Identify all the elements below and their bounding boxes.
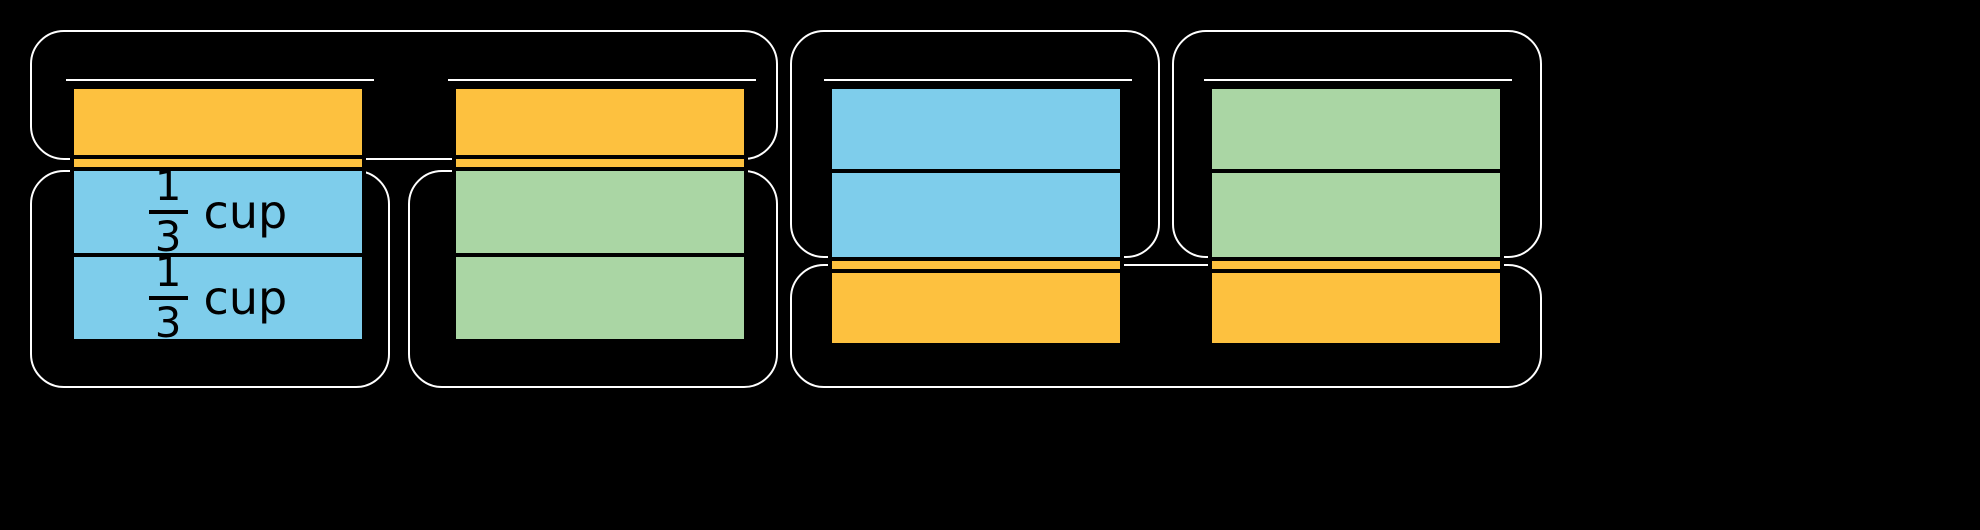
bar-segment-c2-s4[interactable] — [452, 253, 748, 343]
segment-label-c1-s4: 1 3 cup — [148, 253, 288, 343]
fraction-denominator: 3 — [154, 298, 182, 343]
bar-segment-c2-s3[interactable] — [452, 167, 748, 257]
bar-segment-c2-s1[interactable] — [452, 85, 748, 159]
bar-segment-c4-s1[interactable] — [1208, 85, 1504, 173]
column-top-rule-4 — [1204, 79, 1512, 81]
bar-segment-c1-s4[interactable]: 1 3 cup — [70, 253, 366, 343]
fraction-bar — [148, 296, 188, 300]
bar-segment-c4-s2[interactable] — [1208, 169, 1504, 261]
bar-segment-c1-s3[interactable]: 1 3 cup — [70, 167, 366, 257]
column-top-rule-1 — [66, 79, 374, 81]
unit-label: cup — [203, 271, 288, 325]
bar-segment-c3-s2[interactable] — [828, 169, 1124, 261]
bar-column-3[interactable] — [828, 85, 1124, 347]
column-top-rule-3 — [824, 79, 1132, 81]
bar-column-2[interactable] — [452, 85, 748, 343]
fraction-one-third: 1 3 — [148, 253, 188, 343]
fraction-one-third: 1 3 — [148, 167, 188, 257]
fraction-bar — [148, 210, 188, 214]
column-top-rule-2 — [448, 79, 756, 81]
bar-segment-c4-s4[interactable] — [1208, 269, 1504, 347]
bar-segment-c3-s1[interactable] — [828, 85, 1124, 173]
bar-segment-c3-s4[interactable] — [828, 269, 1124, 347]
bar-segment-c1-s1[interactable] — [70, 85, 366, 159]
fraction-numerator: 1 — [154, 253, 182, 297]
fraction-denominator: 3 — [154, 212, 182, 257]
fraction-numerator: 1 — [154, 167, 182, 211]
unit-label: cup — [203, 185, 288, 239]
bar-column-1[interactable]: 1 3 cup 1 3 cup — [70, 85, 366, 343]
segment-label-c1-s3: 1 3 cup — [148, 167, 288, 257]
bar-column-4[interactable] — [1208, 85, 1504, 347]
